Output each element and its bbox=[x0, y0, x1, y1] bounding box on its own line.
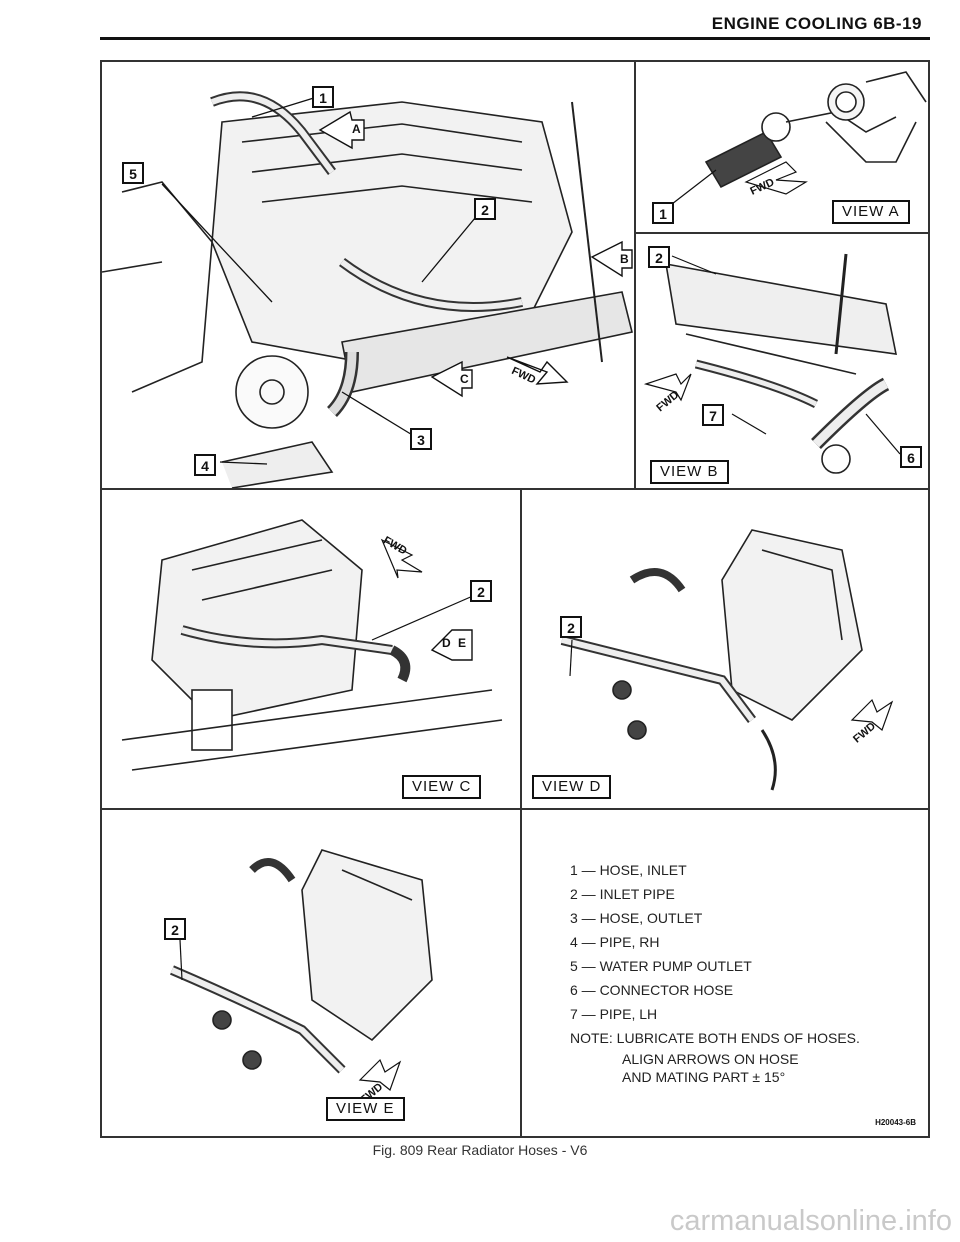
legend-item: 1 — HOSE, INLET bbox=[570, 862, 687, 878]
view-b-callout-7: 7 bbox=[702, 404, 724, 426]
view-d-label: VIEW D bbox=[532, 775, 612, 799]
legend-item: 6 — CONNECTOR HOSE bbox=[570, 982, 734, 998]
legend-item: 5 — WATER PUMP OUTLET bbox=[570, 958, 752, 974]
figure-frame: FWD 1 2 3 4 5 A B C bbox=[100, 60, 930, 1138]
engine-illustration: FWD bbox=[102, 91, 633, 488]
header-rule bbox=[100, 37, 930, 40]
page-title: ENGINE COOLING 6B-19 bbox=[711, 14, 922, 33]
view-b-callout-6: 6 bbox=[900, 446, 922, 468]
legend-item: 2 — INLET PIPE bbox=[570, 886, 675, 902]
callout-3: 3 bbox=[410, 428, 432, 450]
view-arrow-b: B bbox=[620, 252, 629, 266]
view-a-illustration: FWD bbox=[671, 71, 927, 205]
divider-main-right bbox=[634, 62, 636, 490]
parts-legend: 1 — HOSE, INLET 2 — INLET PIPE 3 — HOSE,… bbox=[570, 858, 910, 1086]
view-c-fwd: FWD bbox=[381, 534, 409, 557]
view-c-callout-2: 2 bbox=[470, 580, 492, 602]
divider-view-c-d bbox=[520, 490, 522, 1136]
watermark: carmanualsonline.info bbox=[669, 1205, 952, 1237]
view-arrow-c: C bbox=[460, 372, 469, 386]
view-e: FWD 2 VIEW E bbox=[102, 810, 520, 1138]
view-a: FWD 1 VIEW A bbox=[636, 62, 930, 232]
view-a-fwd: FWD bbox=[748, 176, 776, 197]
legend-item: 4 — PIPE, RH bbox=[570, 934, 660, 950]
page-header: ENGINE COOLING 6B-19 bbox=[0, 0, 960, 50]
view-arrow-e: E bbox=[458, 636, 467, 650]
legend-item: 3 — HOSE, OUTLET bbox=[570, 910, 703, 926]
view-c-illustration: FWD bbox=[121, 519, 503, 771]
view-e-callout-2: 2 bbox=[164, 918, 186, 940]
callout-4: 4 bbox=[194, 454, 216, 476]
view-b: FWD 2 7 6 VIEW B bbox=[636, 234, 930, 488]
callout-1: 1 bbox=[312, 86, 334, 108]
view-d-callout-2: 2 bbox=[560, 616, 582, 638]
divider-row1 bbox=[102, 488, 928, 490]
callout-2: 2 bbox=[474, 198, 496, 220]
main-engine-view: FWD 1 2 3 4 5 A B C bbox=[102, 62, 634, 488]
view-arrow-a: A bbox=[352, 122, 361, 136]
view-d: FWD 2 VIEW D bbox=[522, 490, 930, 808]
divider-view-a-b bbox=[634, 232, 930, 234]
figure-caption: Fig. 809 Rear Radiator Hoses - V6 bbox=[372, 1142, 588, 1158]
view-b-callout-2: 2 bbox=[648, 246, 670, 268]
view-a-label: VIEW A bbox=[832, 200, 910, 224]
view-e-label: VIEW E bbox=[326, 1097, 405, 1121]
view-d-illustration: FWD bbox=[560, 529, 894, 791]
divider-row2 bbox=[102, 808, 928, 810]
legend-item: 7 — PIPE, LH bbox=[570, 1006, 658, 1022]
view-c: FWD 2 D E VIEW C bbox=[102, 490, 520, 808]
view-b-illustration: FWD bbox=[643, 253, 901, 474]
view-b-label: VIEW B bbox=[650, 460, 729, 484]
legend-note-line: AND MATING PART ± 15° bbox=[622, 1069, 786, 1085]
view-b-fwd: FWD bbox=[654, 389, 681, 414]
figure-code: H20043-6B bbox=[875, 1118, 916, 1127]
view-a-callout-1: 1 bbox=[652, 202, 674, 224]
callout-5: 5 bbox=[122, 162, 144, 184]
legend-note-line: ALIGN ARROWS ON HOSE bbox=[622, 1051, 799, 1067]
view-arrow-d: D bbox=[442, 636, 451, 650]
legend-note: NOTE: LUBRICATE BOTH ENDS OF HOSES. bbox=[570, 1030, 860, 1046]
view-c-label: VIEW C bbox=[402, 775, 482, 799]
view-e-illustration: FWD bbox=[170, 849, 433, 1106]
